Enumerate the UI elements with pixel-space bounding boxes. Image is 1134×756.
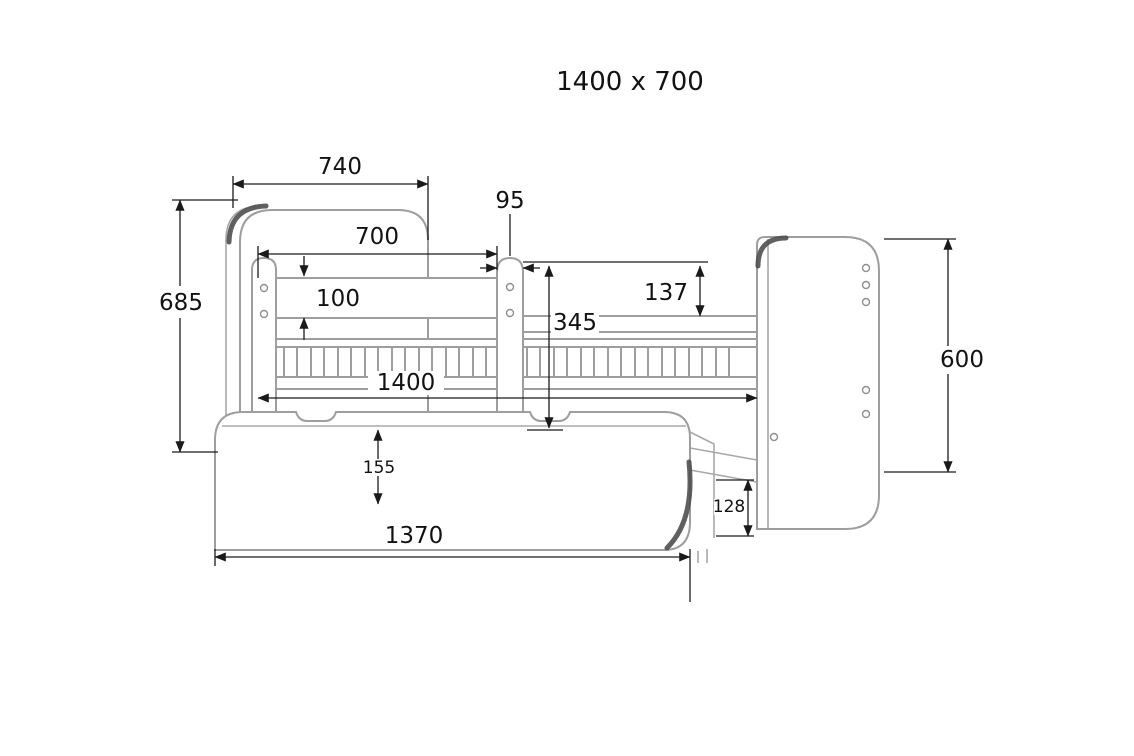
slat bbox=[283, 346, 298, 378]
slat bbox=[526, 346, 541, 378]
post-hole bbox=[505, 308, 515, 318]
dim-345-label-bg bbox=[551, 313, 599, 335]
dim-100-label: 100 bbox=[316, 286, 360, 312]
lower-side-rail bbox=[689, 431, 758, 538]
dimension-lines: 740 700 95 100 137 345 685 1400 bbox=[159, 154, 984, 602]
drawer-corner-shade bbox=[664, 459, 693, 551]
slat bbox=[472, 346, 487, 378]
dim-155-label-bg bbox=[362, 459, 396, 475]
side-rail-top-edge bbox=[689, 447, 758, 461]
dim-685-label: 685 bbox=[159, 290, 203, 316]
drawing-title: 1400 x 700 bbox=[556, 67, 704, 97]
dim-1400-label-bg bbox=[368, 371, 444, 395]
dim-1400-label: 1400 bbox=[377, 370, 436, 396]
dim-1370-label: 1370 bbox=[385, 523, 444, 549]
dim-600-label: 600 bbox=[940, 347, 984, 373]
drawer-foot bbox=[697, 549, 708, 563]
dim-128-label: 128 bbox=[713, 497, 745, 517]
dim-128-label-bg bbox=[714, 499, 745, 515]
slat bbox=[553, 346, 568, 378]
slat bbox=[661, 346, 676, 378]
dim-345-label: 345 bbox=[553, 310, 597, 336]
footboard-panel bbox=[756, 236, 880, 530]
dim-740-label: 740 bbox=[318, 154, 362, 180]
footboard-hole bbox=[861, 409, 871, 419]
dim-1370-label-bg bbox=[372, 524, 456, 548]
slat bbox=[337, 346, 352, 378]
footboard-hole bbox=[769, 432, 779, 442]
drawer bbox=[214, 411, 708, 563]
footboard bbox=[755, 235, 880, 530]
post-hole bbox=[259, 283, 269, 293]
footboard-corner-shade bbox=[755, 235, 789, 269]
dim-700-label: 700 bbox=[355, 224, 399, 250]
drawer-front bbox=[214, 411, 691, 551]
dim-155-label: 155 bbox=[363, 458, 395, 478]
dim-137-label: 137 bbox=[644, 280, 688, 306]
slat bbox=[715, 346, 730, 378]
post-hole bbox=[505, 282, 515, 292]
slat bbox=[310, 346, 325, 378]
slat bbox=[688, 346, 703, 378]
footboard-hole bbox=[861, 280, 871, 290]
rail-posts bbox=[251, 256, 524, 432]
slat bbox=[580, 346, 595, 378]
slat bbox=[445, 346, 460, 378]
safety-rail-board bbox=[275, 277, 498, 319]
slat bbox=[607, 346, 622, 378]
footboard-hole bbox=[861, 263, 871, 273]
post-hole bbox=[259, 309, 269, 319]
dim-95-label: 95 bbox=[495, 188, 524, 214]
footboard-hole bbox=[861, 297, 871, 307]
slat bbox=[634, 346, 649, 378]
footboard-hole bbox=[861, 385, 871, 395]
headboard-corner-shade bbox=[226, 203, 269, 245]
